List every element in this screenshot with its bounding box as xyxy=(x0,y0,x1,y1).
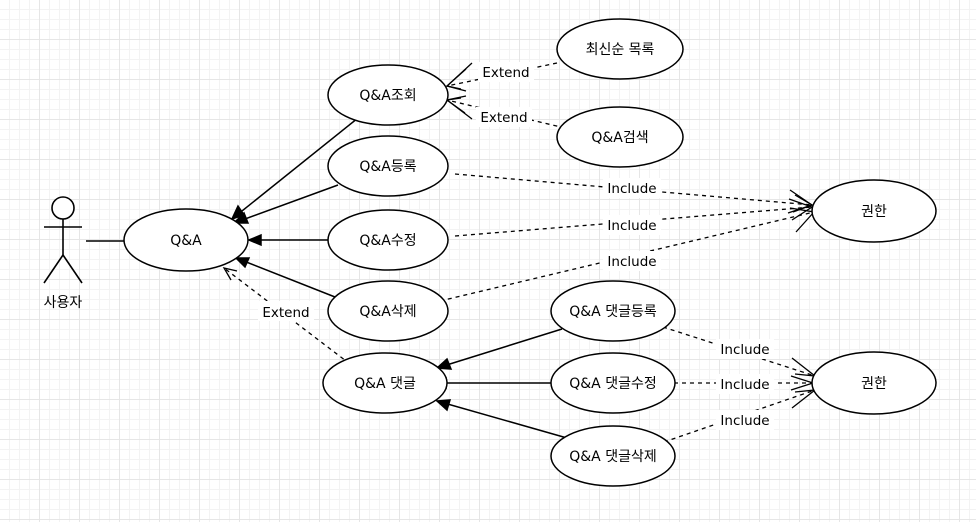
usecase-comment-delete-label: Q&A 댓글삭제 xyxy=(569,449,656,465)
open-arrowhead xyxy=(445,97,466,114)
extend-label-comment: Extend xyxy=(262,305,309,321)
usecase-qna-edit[interactable] xyxy=(327,209,449,271)
comment-arrows xyxy=(432,328,568,439)
arrow-comment-delete xyxy=(436,400,568,439)
arrowhead xyxy=(232,211,250,224)
usecase-permission-1[interactable] xyxy=(811,179,937,243)
usecase-qna-search-label: Q&A검색 xyxy=(591,130,648,146)
include-label-bg xyxy=(603,251,661,271)
open-arrowhead xyxy=(791,357,818,377)
open-arrowhead xyxy=(445,68,467,90)
extend-line xyxy=(223,267,351,365)
actor-label: 사용자 xyxy=(44,295,83,311)
usecase-qna-comment-label: Q&A 댓글 xyxy=(354,376,416,392)
usecase-qna-view-label: Q&A조회 xyxy=(359,88,416,104)
usecase-permission-2[interactable] xyxy=(811,351,937,415)
usecase-latest-list-label: 최신순 목록 xyxy=(586,42,655,58)
extend-label-bg xyxy=(258,301,314,321)
arrowhead xyxy=(435,399,452,412)
include-label-comment-delete: Include xyxy=(720,413,769,429)
arrowhead xyxy=(247,233,262,247)
usecase-comment-edit[interactable] xyxy=(550,352,676,414)
include-label-register: Include xyxy=(607,181,656,197)
open-arrowhead xyxy=(791,389,818,409)
usecase-qna-register[interactable] xyxy=(327,135,449,197)
usecase-qna-delete-label: Q&A삭제 xyxy=(359,304,416,320)
include-comment-delete-line xyxy=(663,389,816,443)
usecase-qna[interactable] xyxy=(123,208,249,272)
arrow-comment-register xyxy=(436,328,563,369)
extend-label-latest: Extend xyxy=(482,65,529,81)
actor-head xyxy=(51,196,75,220)
arrow-register-to-qna xyxy=(233,184,339,224)
include-label-bg xyxy=(716,339,774,359)
include-label-edit: Include xyxy=(607,218,656,234)
usecase-comment-delete[interactable] xyxy=(550,425,676,487)
include-comment-register-line xyxy=(662,326,816,377)
actor-user[interactable] xyxy=(43,196,83,284)
arrowhead xyxy=(234,257,251,269)
include-label-comment-edit: Include xyxy=(720,377,769,393)
extend-label-bg xyxy=(478,62,534,82)
usecase-permission-1-label: 권한 xyxy=(861,204,887,220)
usecase-comment-register[interactable] xyxy=(550,280,676,342)
include-label-delete: Include xyxy=(607,254,656,270)
open-arrowhead xyxy=(222,267,238,281)
include-label-bg xyxy=(603,215,661,235)
arrow-view-to-qna xyxy=(231,117,359,220)
usecase-qna-label: Q&A xyxy=(170,233,202,249)
usecase-permission-2-label: 권한 xyxy=(861,376,887,392)
extend-comment-to-qna xyxy=(222,267,351,365)
usecase-comment-edit-label: Q&A 댓글수정 xyxy=(569,376,656,392)
usecase-qna-delete[interactable] xyxy=(327,280,449,342)
usecase-comment-register-label: Q&A 댓글등록 xyxy=(569,304,657,320)
usecase-qna-edit-label: Q&A수정 xyxy=(359,233,416,249)
include-label-bg xyxy=(603,178,661,198)
include-label-bg xyxy=(716,410,774,430)
generalization-arrows xyxy=(230,117,359,298)
usecase-latest-list[interactable] xyxy=(556,18,684,80)
include-label-bg xyxy=(716,374,774,394)
actor-right-leg xyxy=(62,254,83,284)
extend-label-search: Extend xyxy=(480,110,527,126)
extend-label-bg xyxy=(476,107,532,127)
usecase-qna-comment[interactable] xyxy=(322,352,448,414)
actor-left-leg xyxy=(43,254,64,284)
usecase-qna-view[interactable] xyxy=(327,64,449,126)
usecase-qna-search[interactable] xyxy=(556,106,684,168)
usecase-qna-register-label: Q&A등록 xyxy=(359,159,416,175)
include-label-comment-register: Include xyxy=(720,342,769,358)
arrowhead xyxy=(435,357,453,370)
arrow-delete-to-qna xyxy=(235,257,336,298)
